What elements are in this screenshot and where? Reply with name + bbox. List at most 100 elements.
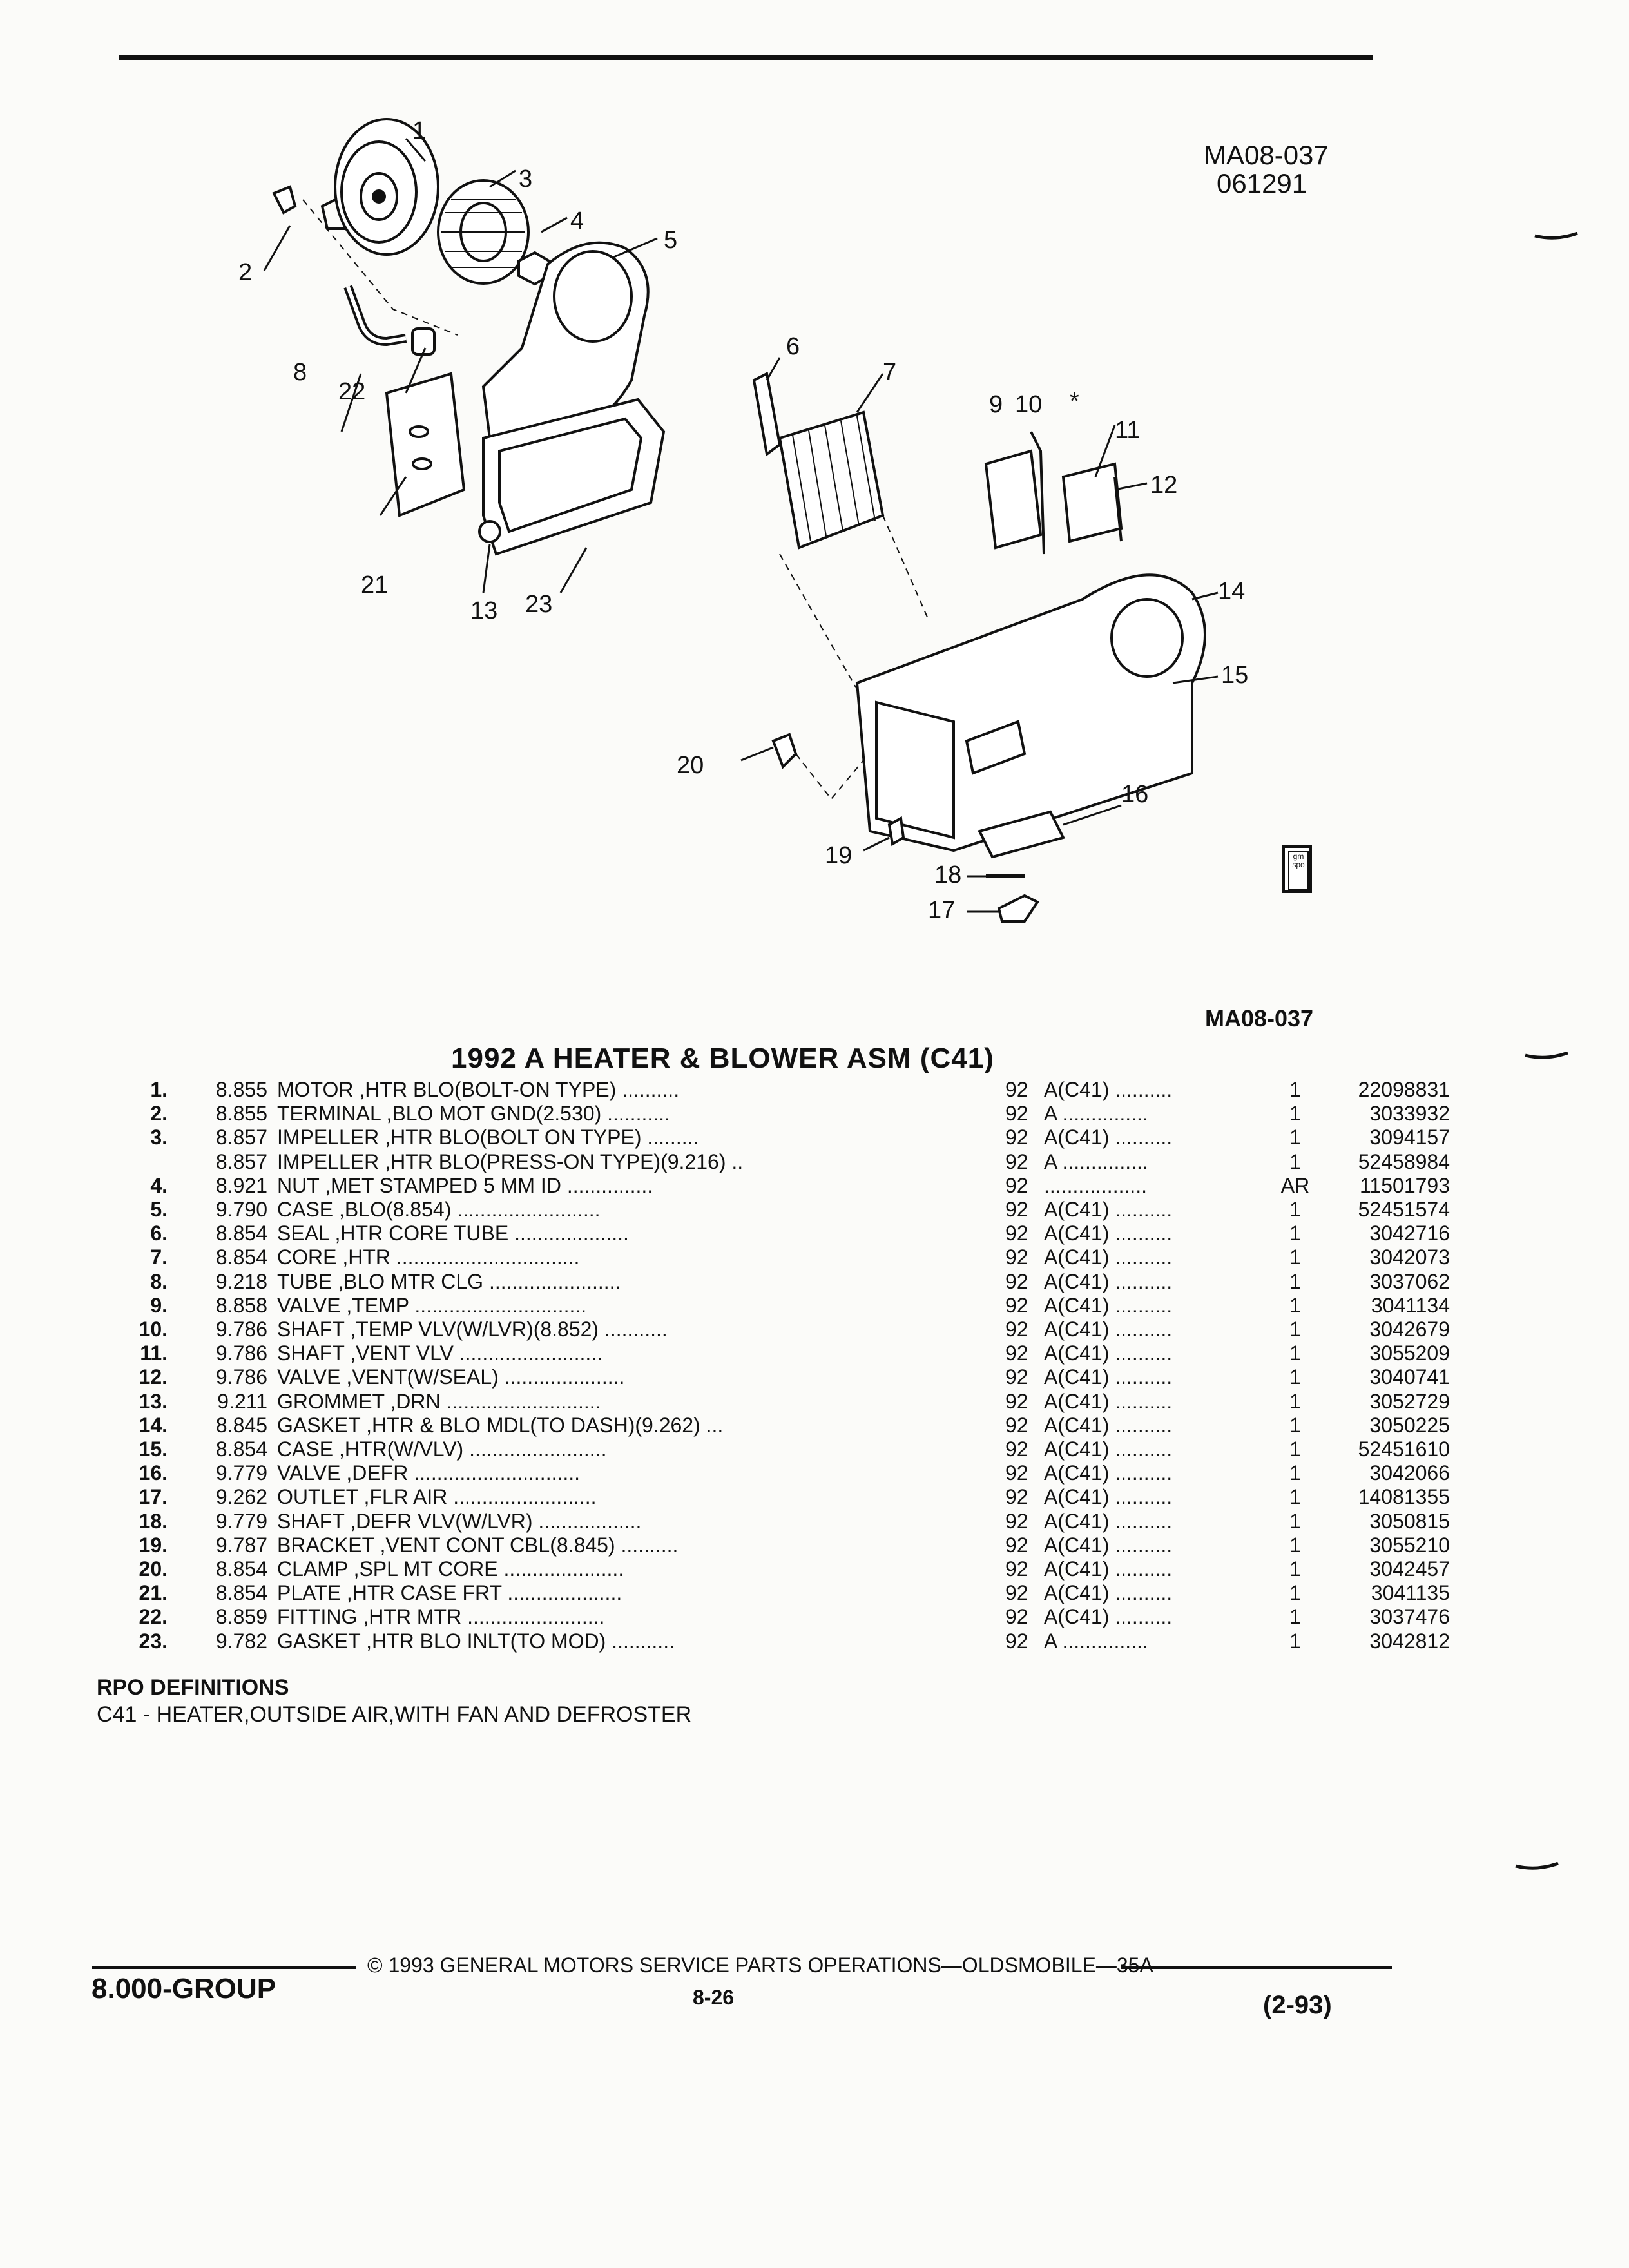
reference-number: 8.854	[215, 1581, 267, 1605]
item-number: 8.	[150, 1269, 168, 1293]
quantity: AR	[1280, 1173, 1310, 1197]
rpo-definition: C41 - HEATER,OUTSIDE AIR,WITH FAN AND DE…	[97, 1702, 692, 1727]
reference-number: 9.218	[215, 1269, 267, 1293]
part-shaft-temp	[1030, 431, 1045, 555]
callout-11: 11	[1115, 417, 1140, 444]
part-description: GASKET ,HTR BLO INLT(TO MOD) ...........	[277, 1629, 675, 1653]
quantity: 1	[1289, 1293, 1301, 1317]
model-code: A(C41) ..........	[1044, 1293, 1173, 1317]
model-code: A(C41) ..........	[1044, 1485, 1173, 1509]
model-year: 92	[1005, 1557, 1028, 1581]
item-number: 18.	[139, 1509, 168, 1533]
reference-number: 9.782	[215, 1629, 267, 1653]
callout-17: 17	[928, 897, 955, 924]
item-number: 17.	[139, 1485, 168, 1509]
model-year: 92	[1005, 1461, 1028, 1485]
part-number: 3094157	[1369, 1126, 1450, 1149]
model-year: 92	[1005, 1413, 1028, 1437]
model-code: A(C41) ..........	[1044, 1389, 1173, 1413]
part-number: 3037476	[1369, 1605, 1450, 1629]
edge-mark	[1534, 232, 1578, 240]
part-number: 3041134	[1371, 1293, 1450, 1317]
part-defr-valve	[978, 810, 1065, 859]
item-number: 10.	[139, 1318, 168, 1341]
model-code: A(C41) ..........	[1044, 1245, 1173, 1269]
reference-number: 8.858	[215, 1293, 267, 1317]
part-number: 22098831	[1358, 1078, 1450, 1101]
model-year: 92	[1005, 1485, 1028, 1509]
model-code: A(C41) ..........	[1044, 1605, 1173, 1629]
model-code: A(C41) ..........	[1044, 1222, 1173, 1245]
item-number: 15.	[139, 1437, 168, 1461]
model-code: A(C41) ..........	[1044, 1078, 1173, 1101]
item-number: 4.	[150, 1173, 168, 1197]
part-description: PLATE ,HTR CASE FRT ....................	[277, 1581, 622, 1605]
item-number: 22.	[139, 1605, 168, 1629]
model-year: 92	[1005, 1102, 1028, 1126]
model-year: 92	[1005, 1509, 1028, 1533]
footer-group: 8.000-GROUP	[92, 1973, 276, 2004]
callout-8: 8	[293, 359, 307, 386]
model-year: 92	[1005, 1629, 1028, 1653]
parts-row: 23. 9.782 GASKET ,HTR BLO INLT(TO MOD) ...…	[116, 1629, 1469, 1653]
part-number: 3042716	[1369, 1222, 1450, 1245]
part-description: MOTOR ,HTR BLO(BOLT-ON TYPE) ..........	[277, 1078, 680, 1101]
reference-number: 8.921	[215, 1173, 267, 1197]
part-description: TUBE ,BLO MTR CLG ......................…	[277, 1269, 621, 1293]
part-number: 3037062	[1369, 1269, 1450, 1293]
quantity: 1	[1289, 1245, 1301, 1269]
item-number: 23.	[139, 1629, 168, 1653]
part-number: 3055209	[1369, 1341, 1450, 1365]
part-terminal	[272, 185, 297, 215]
diagram-ref-code: MA08-037	[1205, 1005, 1314, 1032]
model-year: 92	[1005, 1437, 1028, 1461]
item-number: 20.	[139, 1557, 168, 1581]
item-number: 14.	[139, 1413, 168, 1437]
item-number: 1.	[150, 1078, 168, 1101]
item-number: 6.	[150, 1222, 168, 1245]
reference-number: 8.845	[215, 1413, 267, 1437]
callout-labels: 1 2 3 4 5 6 7 8 9 10 * 11 12 13 14 15 16…	[238, 117, 1248, 924]
footer-rule-right	[1121, 1966, 1392, 1969]
edge-mark	[1515, 1862, 1559, 1870]
quantity: 1	[1289, 1126, 1301, 1149]
footer-rule-left	[92, 1966, 356, 1969]
part-number: 3050815	[1369, 1509, 1450, 1533]
reference-number: 8.854	[215, 1557, 267, 1581]
reference-number: 8.854	[215, 1245, 267, 1269]
model-year: 92	[1005, 1198, 1028, 1221]
part-number: 11501793	[1360, 1173, 1450, 1197]
part-plate	[385, 372, 466, 517]
callout-20: 20	[677, 752, 704, 779]
model-year: 92	[1005, 1149, 1028, 1173]
part-description: CORE ,HTR ..............................…	[277, 1245, 580, 1269]
reference-number: 8.854	[215, 1222, 267, 1245]
parts-row: 8. 9.218 TUBE ,BLO MTR CLG ...............…	[116, 1269, 1469, 1294]
model-code: A(C41) ..........	[1044, 1461, 1173, 1485]
part-number: 3041135	[1371, 1581, 1450, 1605]
callout-13: 13	[470, 597, 497, 624]
part-description: CASE ,BLO(8.854) .......................…	[277, 1198, 601, 1221]
part-valve-vent	[1061, 462, 1123, 543]
reference-number: 9.790	[215, 1198, 267, 1221]
part-clamp	[771, 733, 798, 769]
callout-1: 1	[412, 117, 426, 144]
quantity: 1	[1289, 1485, 1301, 1509]
part-number: 3055210	[1369, 1533, 1450, 1557]
part-gasket-inlet	[482, 398, 666, 556]
model-code: A(C41) ..........	[1044, 1413, 1173, 1437]
model-code: A(C41) ..........	[1044, 1509, 1173, 1533]
part-core	[778, 410, 885, 550]
model-year: 92	[1005, 1605, 1028, 1629]
part-number: 3042679	[1369, 1318, 1450, 1341]
part-impeller	[437, 179, 530, 285]
